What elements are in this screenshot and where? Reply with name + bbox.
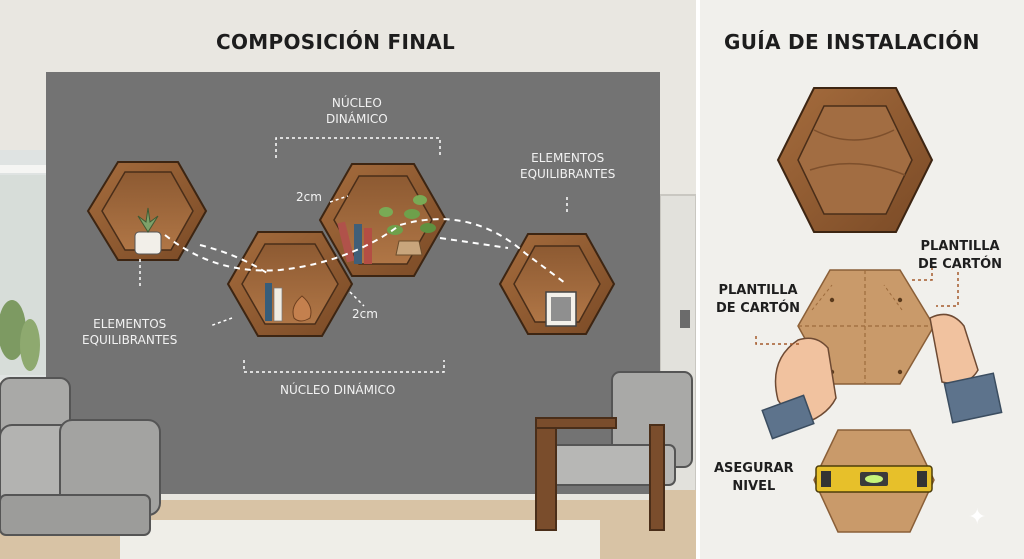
elementos-label-left: ELEMENTOS EQUILIBRANTES bbox=[82, 317, 178, 348]
plantilla-label-left: PLANTILLA DE CARTÓN bbox=[716, 283, 801, 316]
installation-title: GUÍA DE INSTALACIÓN bbox=[724, 30, 980, 54]
room-scene bbox=[0, 72, 696, 559]
installation-scene bbox=[755, 87, 1003, 533]
installation-panel: GUÍA DE INSTALACIÓN PLANTILLA DE CARTÓN … bbox=[700, 0, 1024, 559]
plantilla-label-right: PLANTILLA DE CARTÓN bbox=[918, 239, 1003, 272]
leader-lines bbox=[755, 264, 959, 345]
hand-left bbox=[761, 337, 837, 440]
elementos-label-right: ELEMENTOS EQUILIBRANTES bbox=[520, 151, 616, 182]
asegurar-label: ASEGURAR NIVEL bbox=[714, 461, 794, 494]
hex-level-board bbox=[813, 429, 935, 533]
gap-label-bottom: 2cm bbox=[352, 307, 378, 321]
panel-divider bbox=[696, 0, 700, 559]
rug bbox=[120, 520, 600, 559]
hex-shelf-3 bbox=[318, 163, 448, 277]
armchair bbox=[535, 371, 693, 531]
hand-right bbox=[929, 313, 1003, 424]
bracket-lines bbox=[139, 137, 568, 373]
nucleo-label-bottom: NÚCLEO DINÁMICO bbox=[280, 383, 396, 397]
hex-shelf-1 bbox=[86, 161, 208, 261]
flow-lines bbox=[164, 218, 566, 284]
composition-title: COMPOSICIÓN FINAL bbox=[216, 30, 456, 54]
hex-shelf-guide bbox=[776, 87, 934, 233]
hex-shelf-4 bbox=[498, 233, 616, 335]
nucleo-label-top: NÚCLEO DINÁMICO bbox=[326, 96, 388, 127]
plant-left bbox=[0, 300, 40, 371]
gap-label-top: 2cm bbox=[296, 190, 322, 204]
sparkle-icon: ✦ bbox=[968, 505, 987, 530]
sofa bbox=[0, 377, 161, 536]
composition-panel: COMPOSICIÓN FINAL NÚCLEO DINÁMICO 2cm EL… bbox=[0, 30, 696, 559]
